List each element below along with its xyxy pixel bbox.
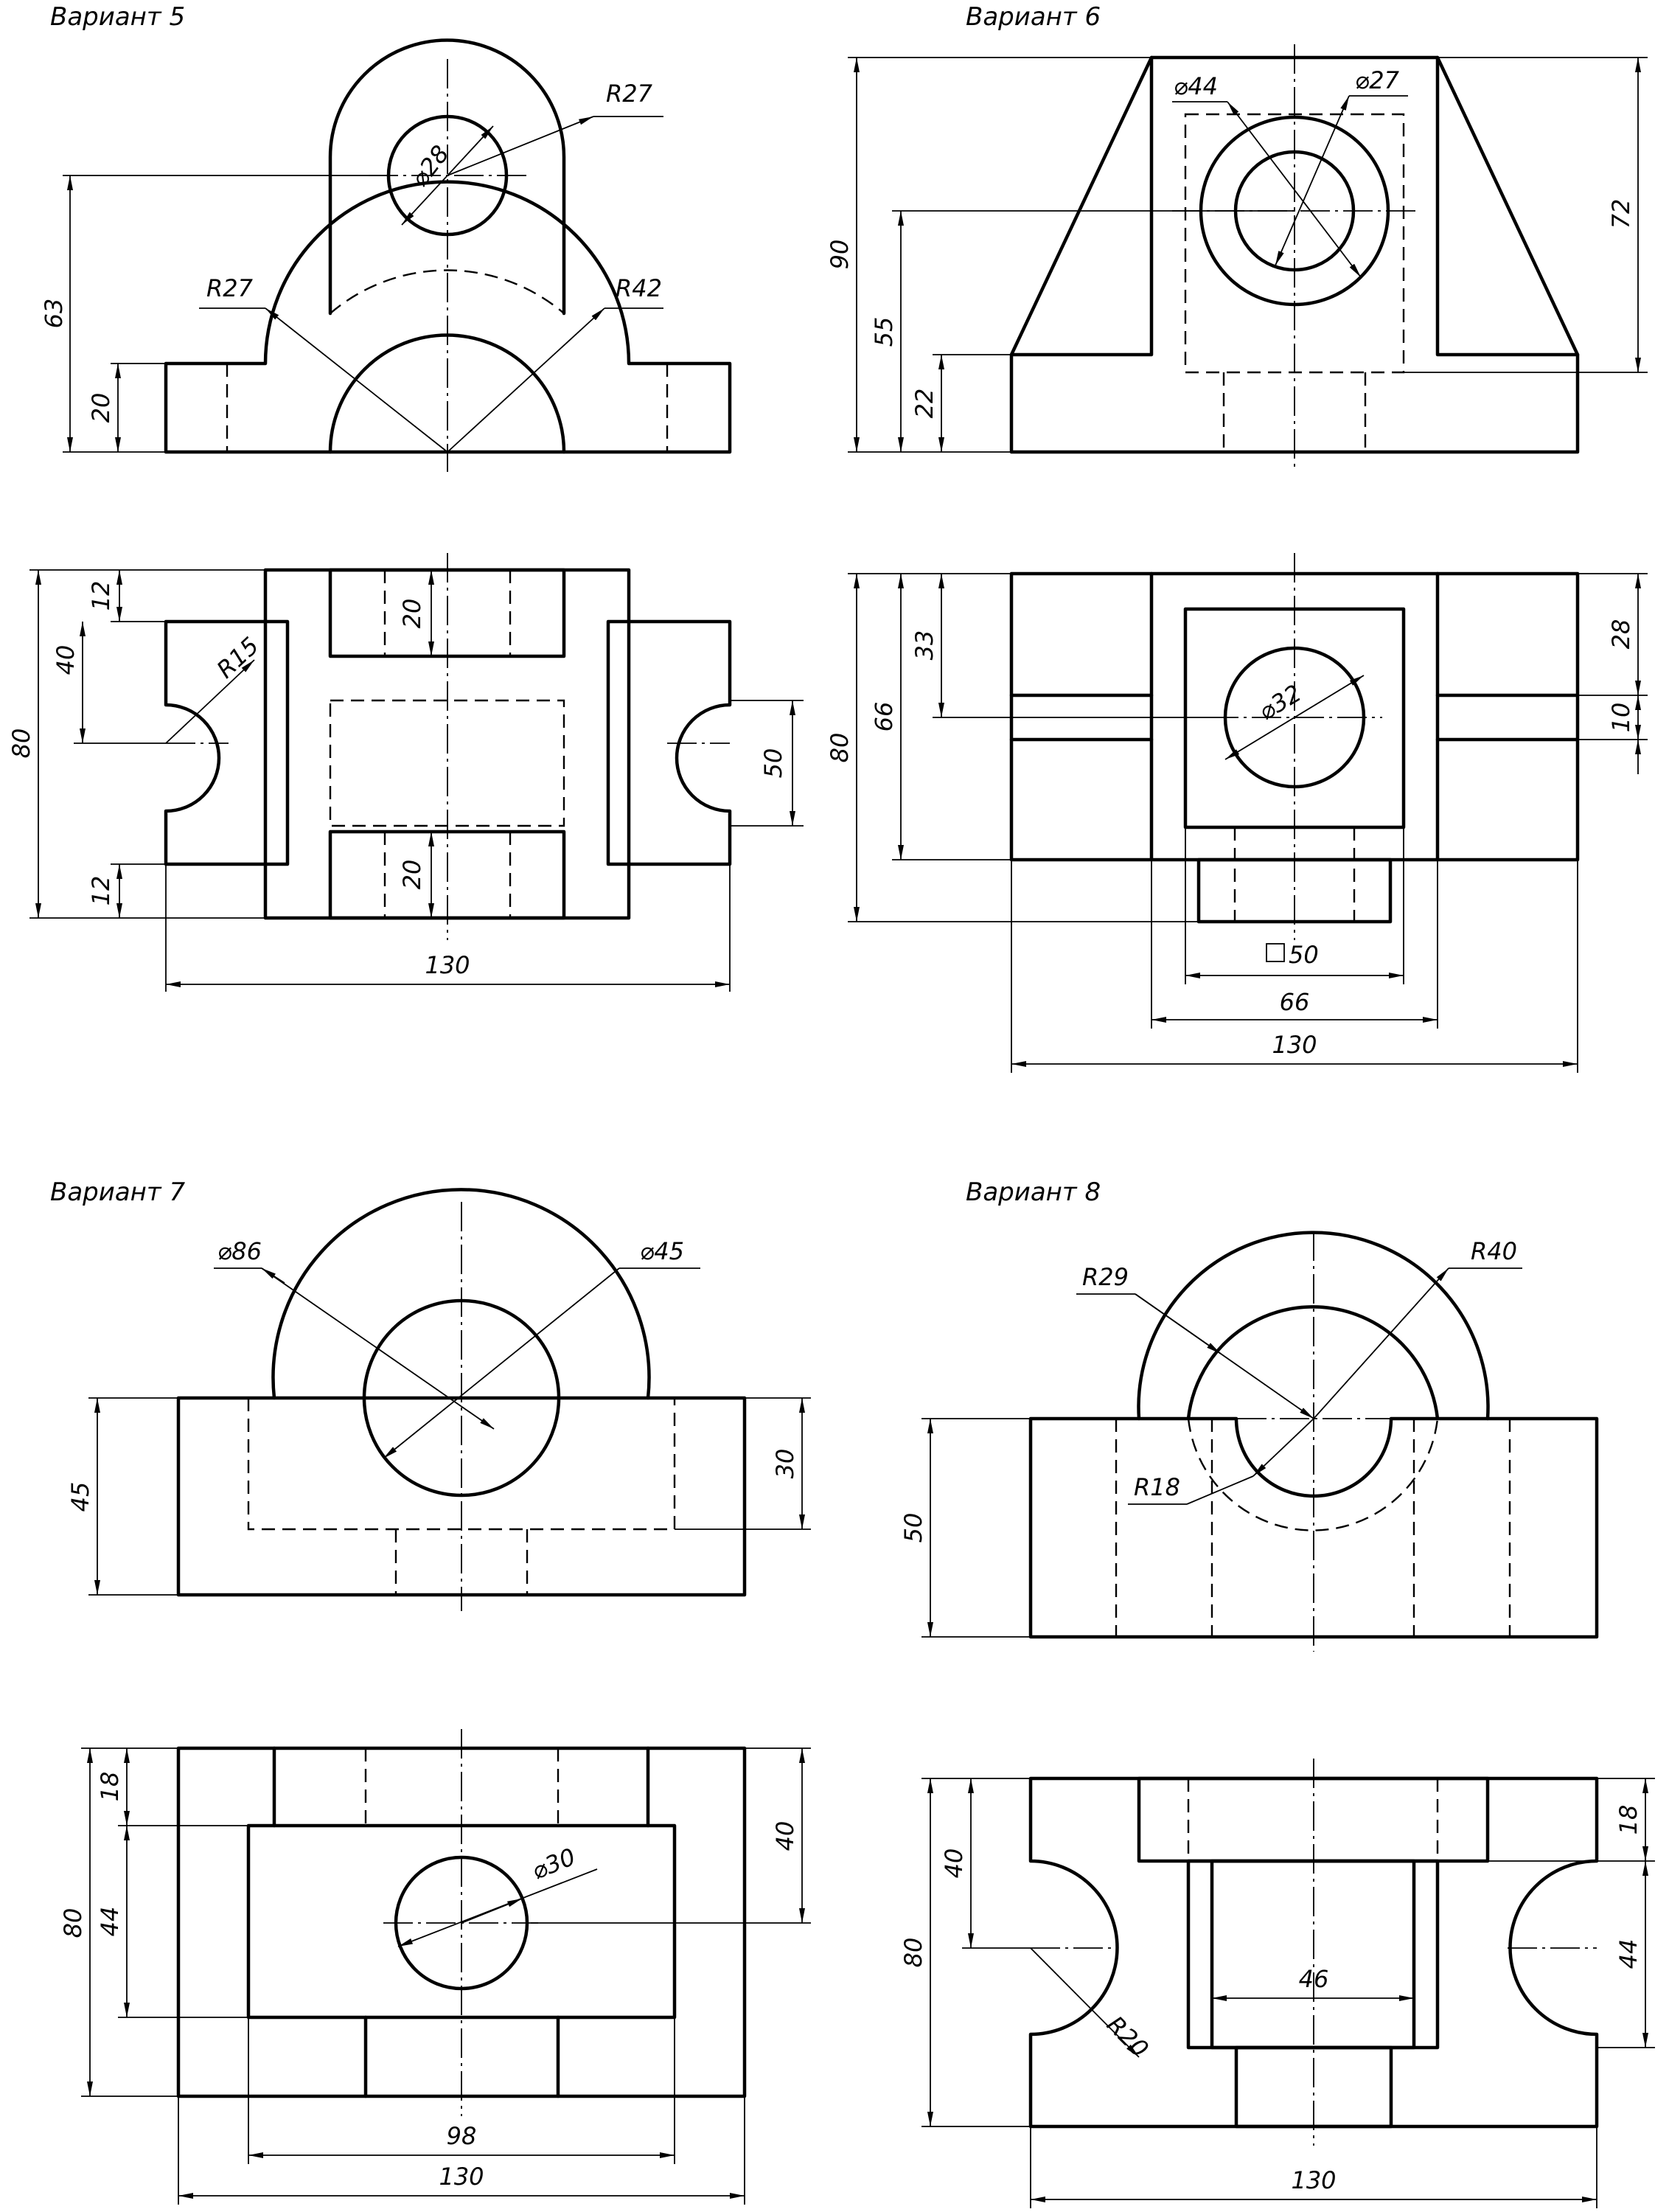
variant-7: Вариант 7 45 30 ⌀86 ⌀45 bbox=[50, 1178, 811, 2205]
dim-r20: R20 bbox=[1101, 2011, 1154, 2063]
dim-r18: R18 bbox=[1134, 1473, 1180, 1501]
dim-33: 33 bbox=[910, 630, 938, 661]
dim-130: 130 bbox=[1291, 2166, 1336, 2194]
dim-50: 50 bbox=[759, 748, 787, 779]
dim-46: 46 bbox=[1299, 1965, 1329, 1993]
dim-98: 98 bbox=[447, 2122, 477, 2150]
dim-63: 63 bbox=[40, 299, 68, 329]
variant-6-top-view: 80 66 33 28 10 ⌀32 50 66 130 bbox=[826, 553, 1648, 1073]
dim-40: 40 bbox=[52, 645, 80, 675]
dim-18: 18 bbox=[96, 1772, 124, 1802]
dim-r27-inner: R27 bbox=[206, 274, 254, 302]
dim-d27: ⌀27 bbox=[1355, 66, 1400, 94]
variant-5-top-view: 80 40 12 12 R15 20 20 50 130 bbox=[7, 553, 804, 992]
dim-40: 40 bbox=[771, 1821, 799, 1851]
dim-130: 130 bbox=[425, 951, 470, 979]
dim-d45: ⌀45 bbox=[640, 1237, 684, 1265]
variant-8-front-view: 50 R29 R40 R18 bbox=[899, 1231, 1599, 1652]
dim-44: 44 bbox=[96, 1907, 124, 1937]
dim-80: 80 bbox=[826, 733, 854, 763]
dim-22: 22 bbox=[910, 389, 938, 419]
dim-45: 45 bbox=[66, 1482, 94, 1512]
dim-130: 130 bbox=[439, 2163, 484, 2191]
dim-r29: R29 bbox=[1082, 1263, 1129, 1291]
variant-5-title: Вариант 5 bbox=[50, 2, 185, 32]
dim-80: 80 bbox=[899, 1938, 927, 1968]
variant-7-front-view: 45 30 ⌀86 ⌀45 bbox=[66, 1188, 811, 1611]
dim-66: 66 bbox=[870, 702, 898, 732]
variant-6-front-view: 90 55 22 72 ⌀44 ⌀27 bbox=[826, 44, 1648, 468]
dim-20-bottom: 20 bbox=[398, 860, 426, 890]
dim-80: 80 bbox=[7, 728, 35, 759]
dim-55: 55 bbox=[870, 317, 898, 347]
dim-130: 130 bbox=[1272, 1031, 1317, 1059]
dim-r40: R40 bbox=[1471, 1237, 1517, 1265]
dim-28: 28 bbox=[1607, 619, 1635, 650]
dim-d32: ⌀32 bbox=[1254, 679, 1306, 726]
dim-sq50: 50 bbox=[1289, 941, 1319, 969]
dim-72: 72 bbox=[1607, 199, 1635, 229]
dim-30: 30 bbox=[771, 1449, 799, 1479]
dim-r27-top: R27 bbox=[606, 80, 653, 108]
dim-10: 10 bbox=[1607, 703, 1635, 733]
variant-6-title: Вариант 6 bbox=[966, 2, 1101, 32]
dim-12-top: 12 bbox=[87, 581, 115, 611]
variant-5-front-view: 63 20 R27 ⌀28 R27 R42 bbox=[40, 38, 732, 472]
variant-8: Вариант 8 50 R29 R40 bbox=[899, 1178, 1655, 2208]
dim-20: 20 bbox=[87, 393, 115, 423]
variant-7-top-view: 80 18 44 40 ⌀30 98 130 bbox=[59, 1729, 811, 2205]
dim-r42: R42 bbox=[616, 274, 662, 302]
dim-12-bottom: 12 bbox=[87, 876, 115, 906]
dim-44: 44 bbox=[1614, 1939, 1642, 1969]
dim-66-length: 66 bbox=[1280, 988, 1310, 1016]
dim-r15: R15 bbox=[212, 632, 265, 684]
variant-7-title: Вариант 7 bbox=[50, 1178, 186, 1207]
dim-50: 50 bbox=[899, 1513, 927, 1543]
variant-5: Вариант 5 63 20 R27 ⌀28 bbox=[7, 2, 804, 992]
variant-8-top-view: 80 40 18 44 R20 46 130 bbox=[899, 1759, 1655, 2208]
dim-d86: ⌀86 bbox=[217, 1237, 262, 1265]
dim-80: 80 bbox=[59, 1908, 87, 1938]
variant-6: Вариант 6 90 55 22 bbox=[826, 2, 1648, 1073]
variant-8-title: Вариант 8 bbox=[966, 1178, 1101, 1207]
dim-90: 90 bbox=[826, 240, 854, 270]
dim-40: 40 bbox=[940, 1848, 968, 1879]
dim-d44: ⌀44 bbox=[1174, 72, 1218, 100]
dim-20-top: 20 bbox=[398, 599, 426, 629]
dim-18: 18 bbox=[1614, 1805, 1642, 1835]
